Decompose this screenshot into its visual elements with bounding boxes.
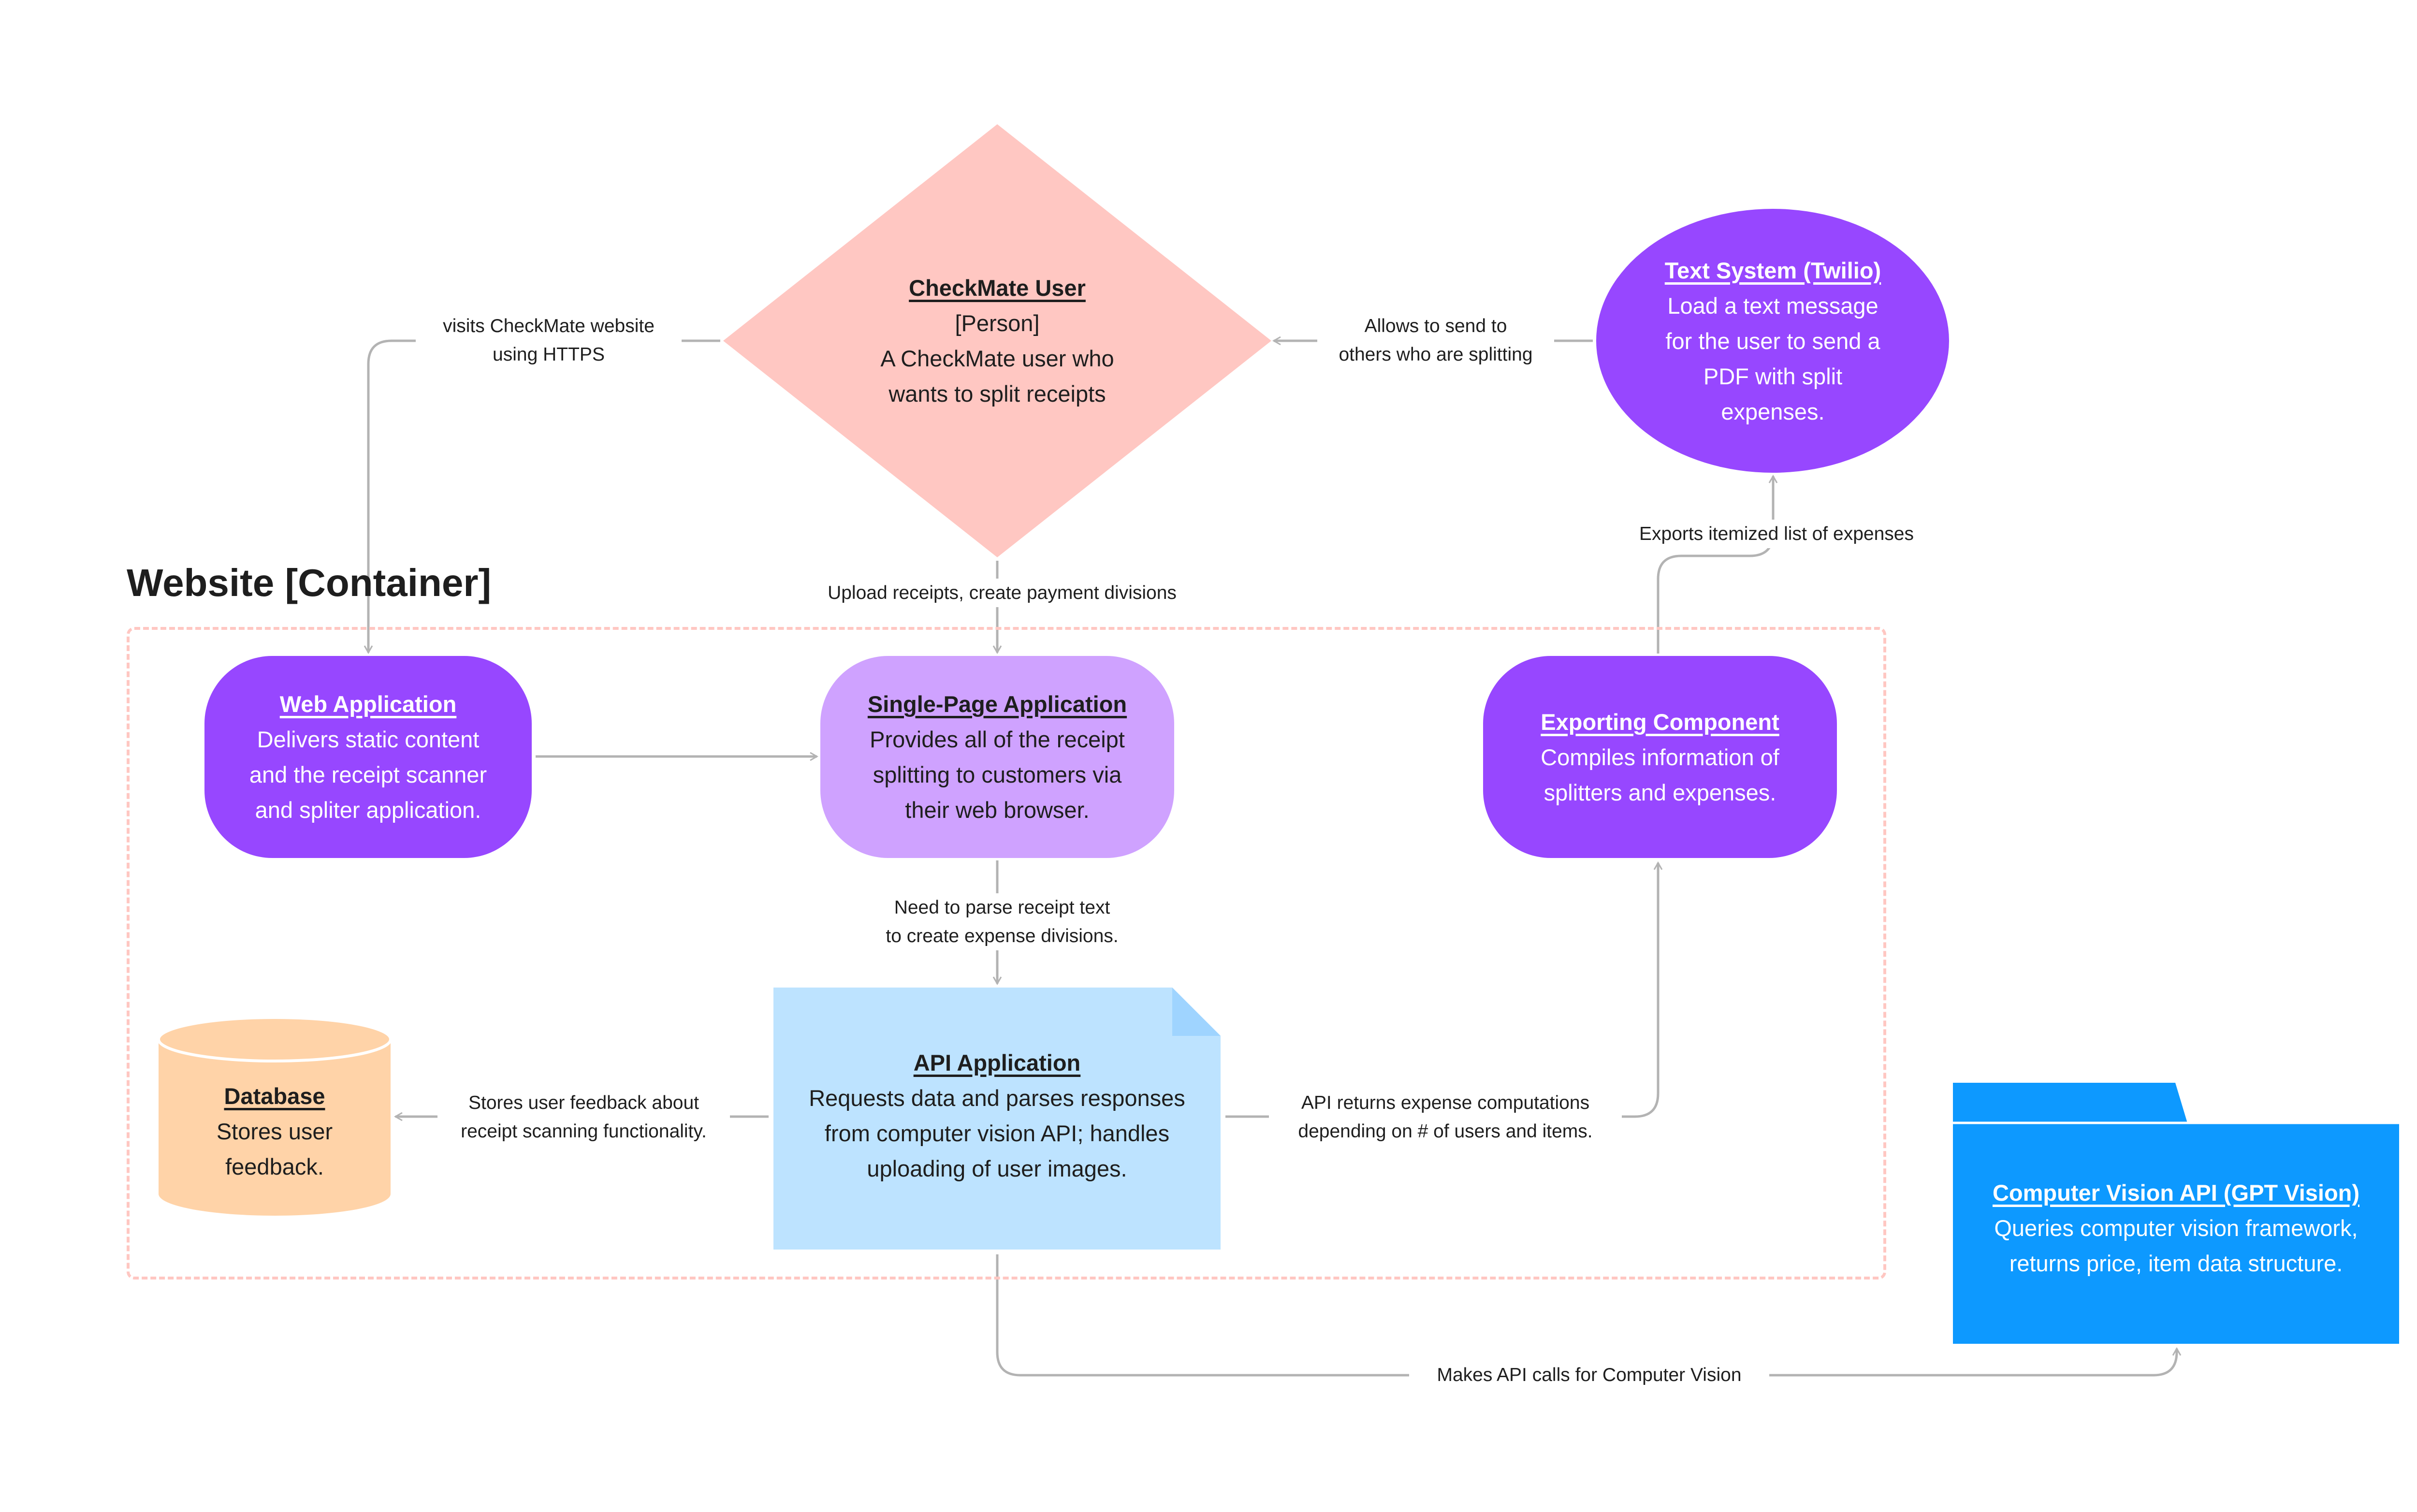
exporting-title: Exporting Component <box>1541 709 1779 735</box>
computer-vision-api-title: Computer Vision API (GPT Vision) <box>1992 1179 2360 1206</box>
exporting-desc-2: splitters and expenses. <box>1543 779 1776 805</box>
edge-makes-calls-label-1: Makes API calls for Computer Vision <box>1437 1365 1742 1385</box>
edge-api-returns-label-2: depending on # of users and items. <box>1298 1121 1593 1142</box>
text-system-desc-4: expenses. <box>1721 398 1825 424</box>
text-system-desc-2: for the user to send a <box>1665 328 1880 354</box>
checkmate-user-desc-1: [Person] <box>955 310 1040 336</box>
edge-stores-label-2: receipt scanning functionality. <box>461 1121 707 1142</box>
edge-allows-label-2: others who are splitting <box>1339 344 1533 365</box>
edge-visits-label: visits CheckMate website using HTTPS <box>416 312 682 369</box>
computer-vision-api-desc-2: returns price, item data structure. <box>2009 1250 2343 1276</box>
web-application-desc-3: and spliter application. <box>255 797 481 823</box>
checkmate-user-title: CheckMate User <box>909 275 1086 301</box>
edge-visits-label-1: visits CheckMate website <box>443 316 655 336</box>
text-system-ellipse <box>1596 209 1949 473</box>
exporting-component-node[interactable]: Exporting Component Compiles information… <box>1483 656 1837 858</box>
edge-stores-label: Stores user feedback about receipt scann… <box>437 1089 730 1146</box>
spa-desc-3: their web browser. <box>905 797 1090 823</box>
spa-desc-2: splitting to customers via <box>873 762 1122 787</box>
database-desc-1: Stores user <box>216 1118 333 1144</box>
api-application-desc-2: from computer vision API; handles <box>824 1120 1170 1146</box>
checkmate-user-desc-2: A CheckMate user who <box>880 346 1114 371</box>
edge-visits-label-2: using HTTPS <box>493 344 605 365</box>
text-system-title: Text System (Twilio) <box>1664 257 1881 283</box>
text-system-desc-1: Load a text message <box>1667 292 1878 319</box>
text-system-node[interactable]: Text System (Twilio) Load a text message… <box>1610 247 1936 435</box>
api-application-desc-1: Requests data and parses responses <box>809 1085 1185 1111</box>
database-desc-2: feedback. <box>225 1153 324 1179</box>
api-application-node[interactable]: API Application Requests data and parses… <box>773 1036 1221 1195</box>
edge-makes-calls-label: Makes API calls for Computer Vision <box>1409 1361 1769 1389</box>
database-title: Database <box>224 1083 325 1109</box>
web-application-node[interactable]: Web Application Delivers static content … <box>204 656 532 858</box>
checkmate-user-diamond <box>723 124 1271 557</box>
website-container-title: Website [Container] <box>127 561 492 604</box>
edge-need-parse-label-1: Need to parse receipt text <box>894 897 1110 918</box>
web-application-title: Web Application <box>279 691 457 717</box>
spa-desc-1: Provides all of the receipt <box>870 727 1125 752</box>
web-application-desc-1: Delivers static content <box>257 727 480 752</box>
edge-need-parse-label-2: to create expense divisions. <box>886 926 1119 946</box>
api-application-document <box>773 988 1221 1250</box>
edge-allows-label: Allows to send to others who are splitti… <box>1317 312 1554 369</box>
edge-stores-label-1: Stores user feedback about <box>468 1092 699 1113</box>
api-application-title: API Application <box>913 1050 1081 1076</box>
edge-visits-line <box>368 339 720 653</box>
api-application-desc-3: uploading of user images. <box>867 1156 1127 1181</box>
edge-api-returns-label-1: API returns expense computations <box>1301 1092 1590 1113</box>
text-system-desc-3: PDF with split <box>1703 363 1843 389</box>
web-application-desc-2: and the receipt scanner <box>249 762 487 787</box>
single-page-application-node[interactable]: Single-Page Application Provides all of … <box>820 656 1174 858</box>
computer-vision-folder <box>1953 1083 2399 1344</box>
edge-allows-label-1: Allows to send to <box>1364 316 1507 336</box>
edge-need-parse-label: Need to parse receipt text to create exp… <box>855 893 1150 950</box>
exporting-desc-1: Compiles information of <box>1541 744 1779 770</box>
computer-vision-api-node[interactable]: Computer Vision API (GPT Vision) Queries… <box>1953 1165 2399 1291</box>
database-cylinder <box>157 1016 392 1216</box>
checkmate-user-node[interactable]: CheckMate User [Person] A CheckMate user… <box>798 261 1197 421</box>
computer-vision-api-desc-1: Queries computer vision framework, <box>1994 1215 2358 1241</box>
website-container-boundary <box>127 627 1886 1279</box>
edge-api-returns-line <box>1225 863 1658 1118</box>
edge-exports-label-1: Exports itemized list of expenses <box>1639 523 1914 544</box>
edge-exports-label: Exports itemized list of expenses <box>1610 520 1943 548</box>
database-node[interactable]: Database Stores user feedback. <box>159 1063 391 1199</box>
edge-upload-label: Upload receipts, create payment division… <box>798 579 1207 607</box>
spa-title: Single-Page Application <box>867 691 1127 717</box>
edge-upload-label-1: Upload receipts, create payment division… <box>828 582 1177 603</box>
checkmate-user-desc-3: wants to split receipts <box>888 381 1106 407</box>
edge-api-returns-label: API returns expense computations dependi… <box>1269 1089 1622 1146</box>
